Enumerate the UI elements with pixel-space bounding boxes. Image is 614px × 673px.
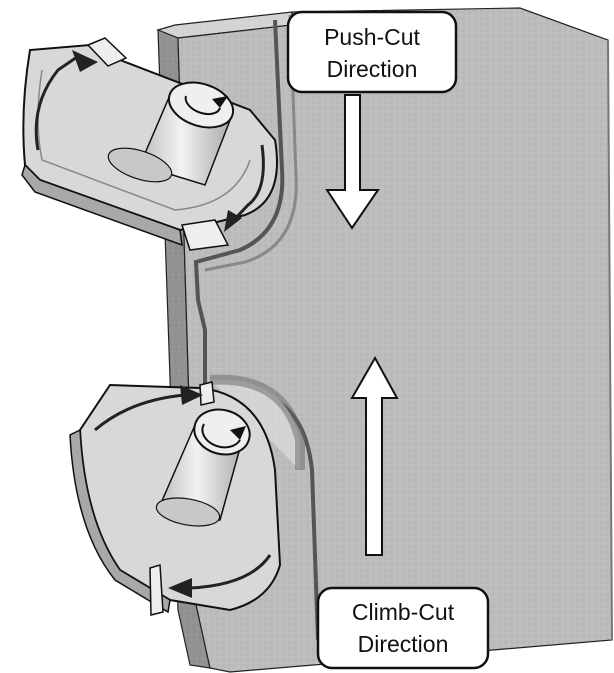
lower-router-bit xyxy=(70,382,280,615)
push-cut-label-line2: Direction xyxy=(327,56,418,82)
climb-cut-label-line2: Direction xyxy=(358,631,449,657)
lower-carbide-tip-top xyxy=(200,382,214,405)
push-cut-label-line1: Push-Cut xyxy=(324,24,420,50)
lower-carbide-tip-bottom xyxy=(150,565,163,615)
climb-cut-label: Climb-Cut Direction xyxy=(318,588,488,668)
climb-cut-label-line1: Climb-Cut xyxy=(352,599,455,625)
push-cut-label: Push-Cut Direction xyxy=(288,12,456,92)
